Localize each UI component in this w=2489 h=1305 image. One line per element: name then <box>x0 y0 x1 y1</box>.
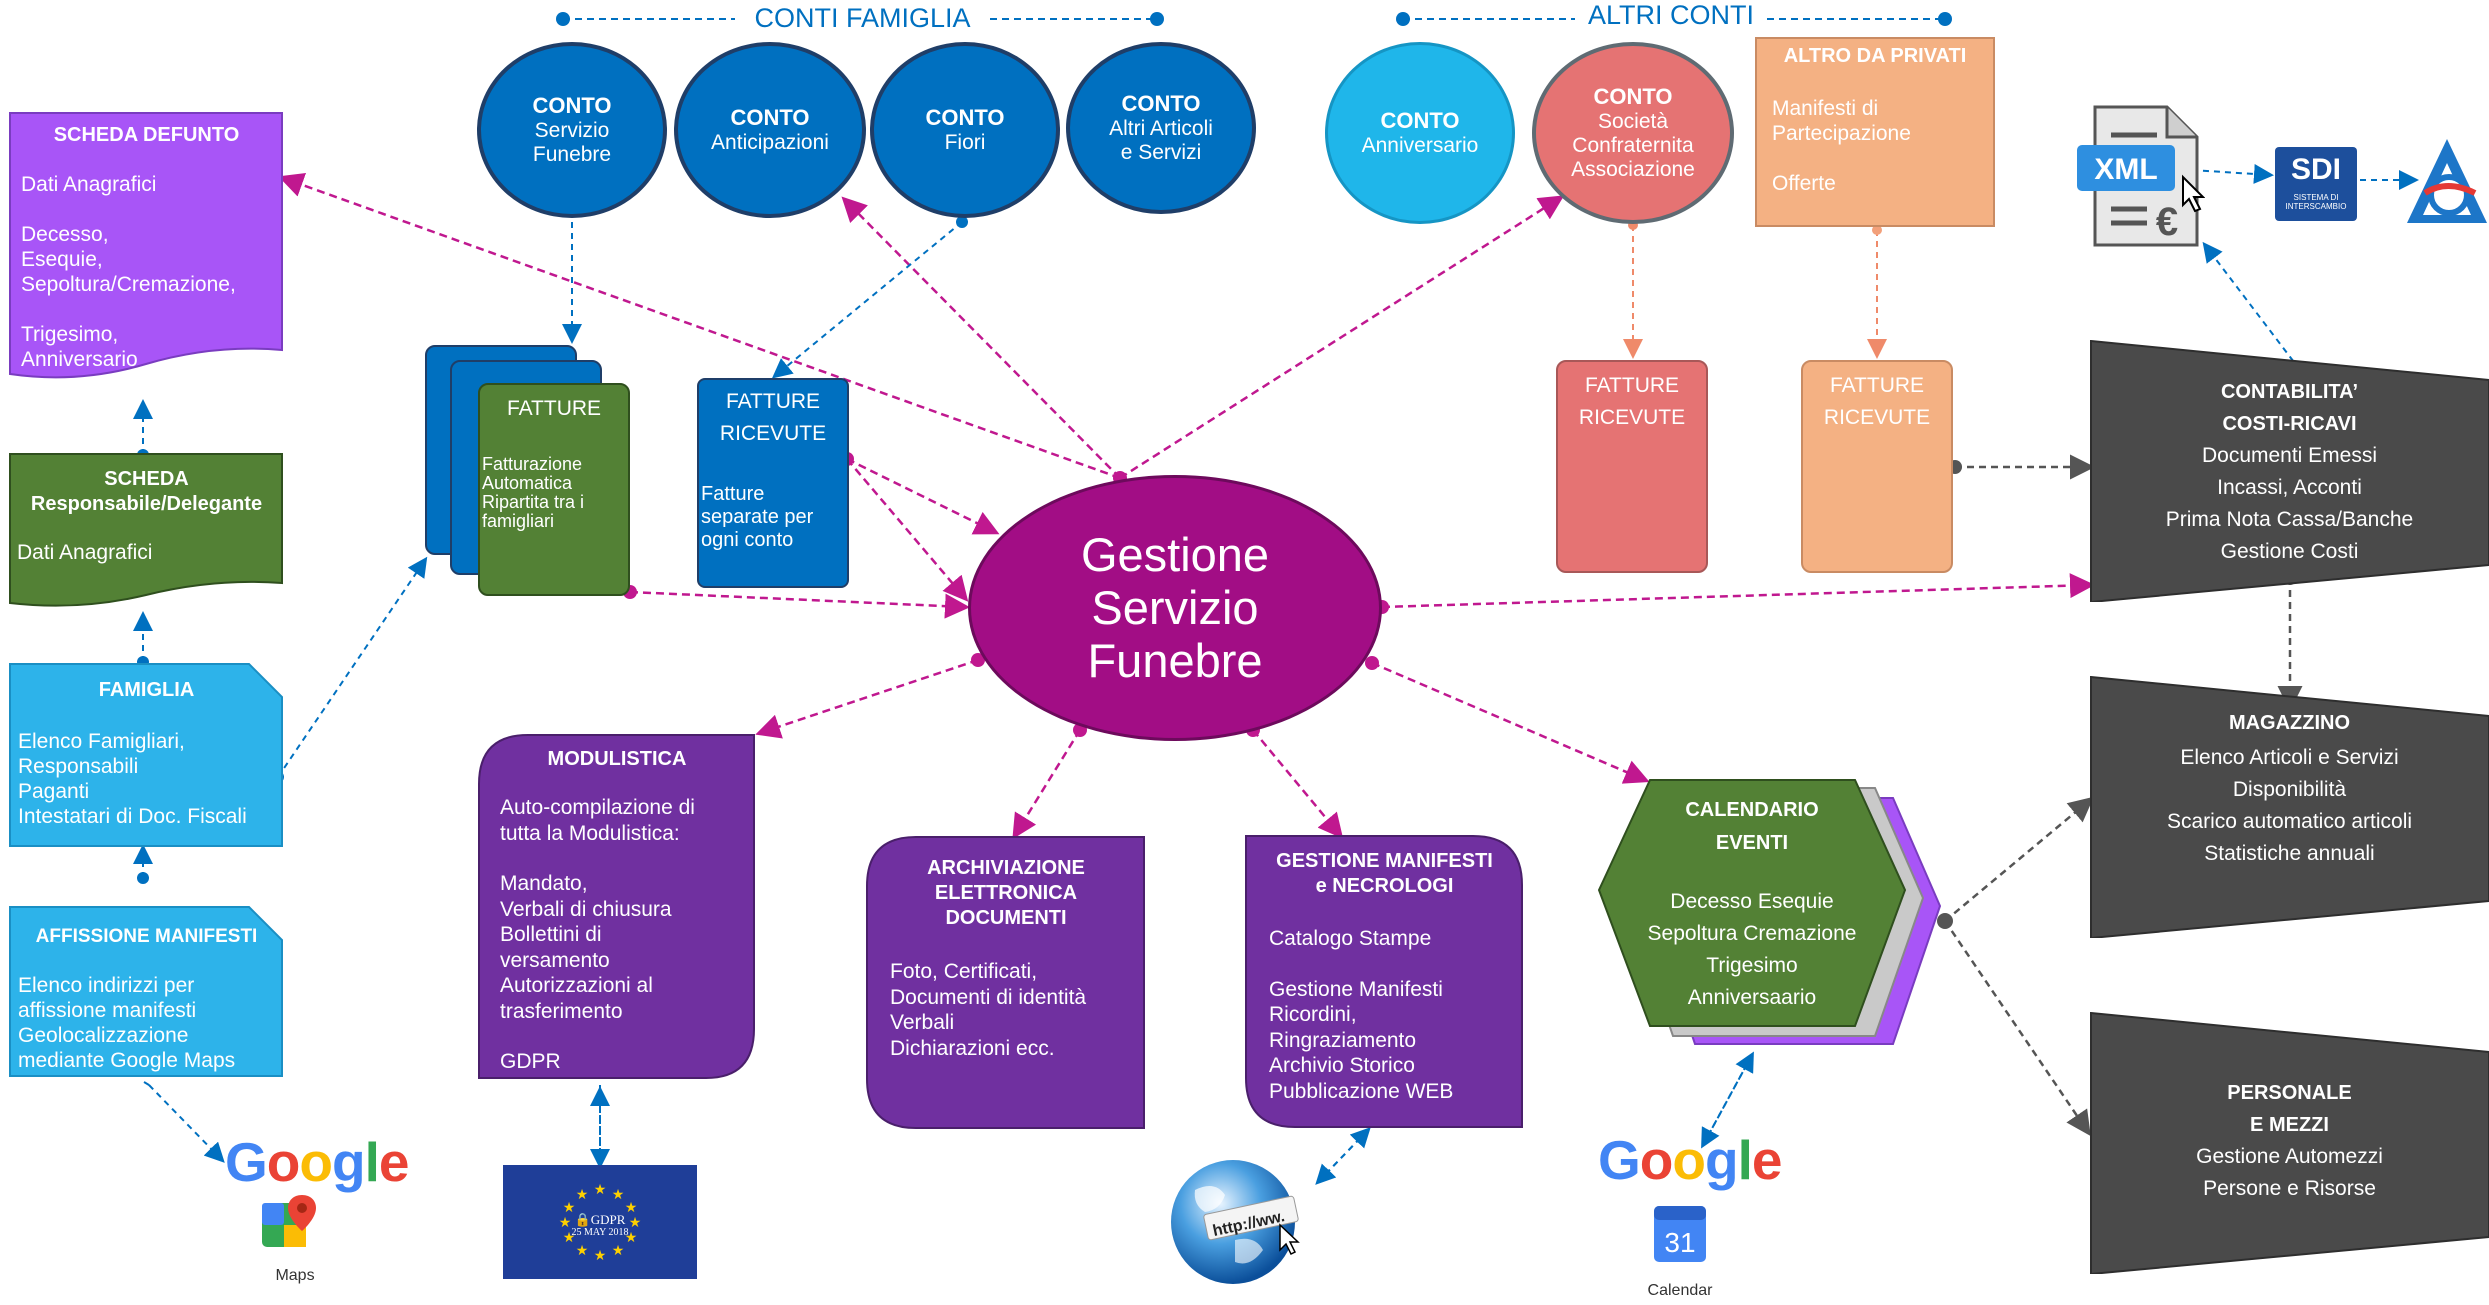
google-maps-logo[interactable]: Google Maps <box>225 1131 409 1284</box>
svg-text:★: ★ <box>563 1229 576 1245</box>
affissione-shape <box>9 906 283 1077</box>
sdi-logo[interactable]: SDI SISTEMA DI INTERSCAMBIO <box>2275 147 2357 221</box>
personale-shape <box>2090 1012 2489 1274</box>
xml-document-icon: XML € <box>2077 105 2206 247</box>
conto-anniversario[interactable]: CONTO Anniversario <box>1325 42 1515 224</box>
affissione-manifesti[interactable]: AFFISSIONE MANIFESTI Elenco indirizzi pe… <box>18 926 258 1072</box>
calendar-icon: 31 <box>1654 1206 1706 1262</box>
gdpr-flag[interactable]: ★★★★ ★★★★ ★★★★ 🔒GDPR 25 MAY 2018 <box>503 1165 697 1279</box>
scheda-defunto-body: Dati Anagrafici Decesso,Esequie,Sepoltur… <box>21 173 236 371</box>
conto-anticipazioni[interactable]: CONTO Anticipazioni <box>674 42 866 218</box>
gdpr-label: 🔒GDPR <box>574 1212 626 1227</box>
conto-fiori[interactable]: CONTO Fiori <box>870 42 1060 218</box>
conto-altri-articoli[interactable]: CONTO Altri Articoli e Servizi <box>1066 42 1256 214</box>
manifesti-shape <box>1245 835 1523 1128</box>
svg-text:31: 31 <box>1664 1227 1695 1258</box>
scheda-defunto[interactable]: SCHEDA DEFUNTO Dati Anagrafici Decesso,E… <box>21 124 240 371</box>
conto-societa[interactable]: CONTO Società Confraternita Associazione <box>1532 42 1734 224</box>
altri-conti-header: ALTRI CONTI <box>1587 0 1754 30</box>
svg-text:★: ★ <box>612 1186 625 1202</box>
conti-famiglia-header: CONTI FAMIGLIA <box>754 3 971 33</box>
svg-text:★: ★ <box>625 1199 638 1215</box>
archiviazione-shape <box>866 836 1145 1129</box>
calendario-shape <box>1597 779 1942 1045</box>
scheda-resp-shape <box>9 453 283 607</box>
svg-text:★: ★ <box>625 1229 638 1245</box>
scheda-defunto-shape <box>9 112 283 379</box>
magazzino-shape <box>2090 676 2489 938</box>
contabilita-costi-ricavi[interactable]: CONTABILITA’COSTI-RICAVI Documenti Emess… <box>2090 340 2489 602</box>
svg-text:★: ★ <box>559 1214 572 1230</box>
svg-text:★: ★ <box>594 1181 607 1197</box>
google-calendar-logo[interactable]: Google 31 Calendar <box>1598 1129 1782 1299</box>
google-wordmark-calendar: Google <box>1598 1129 1782 1191</box>
svg-text:★: ★ <box>594 1247 607 1263</box>
famiglia-shape <box>9 663 283 847</box>
google-wordmark: Google <box>225 1131 409 1193</box>
web-globe-icon[interactable]: http://ww. <box>1165 1150 1305 1290</box>
svg-text:★: ★ <box>612 1242 625 1258</box>
eu-stars-icon: ★★★★ ★★★★ ★★★★ <box>559 1181 642 1263</box>
xml-invoice-icon[interactable]: XML € <box>2075 105 2206 250</box>
svg-text:★: ★ <box>629 1214 642 1230</box>
contabilita-shape <box>2090 340 2489 602</box>
conto-servizio-funebre[interactable]: CONTO Servizio Funebre <box>477 42 667 218</box>
modulistica-shape <box>478 734 755 1079</box>
globe-icon: http://ww. <box>1171 1160 1300 1284</box>
gestione-servizio-funebre[interactable]: Gestione Servizio Funebre <box>968 475 1382 741</box>
svg-text:★: ★ <box>563 1199 576 1215</box>
svg-text:XML: XML <box>2094 153 2157 186</box>
svg-text:★: ★ <box>576 1242 589 1258</box>
maps-icon <box>262 1195 316 1247</box>
agenzia-entrate-logo[interactable] <box>2405 135 2489 227</box>
svg-text:★: ★ <box>576 1186 589 1202</box>
svg-text:€: € <box>2156 200 2178 244</box>
